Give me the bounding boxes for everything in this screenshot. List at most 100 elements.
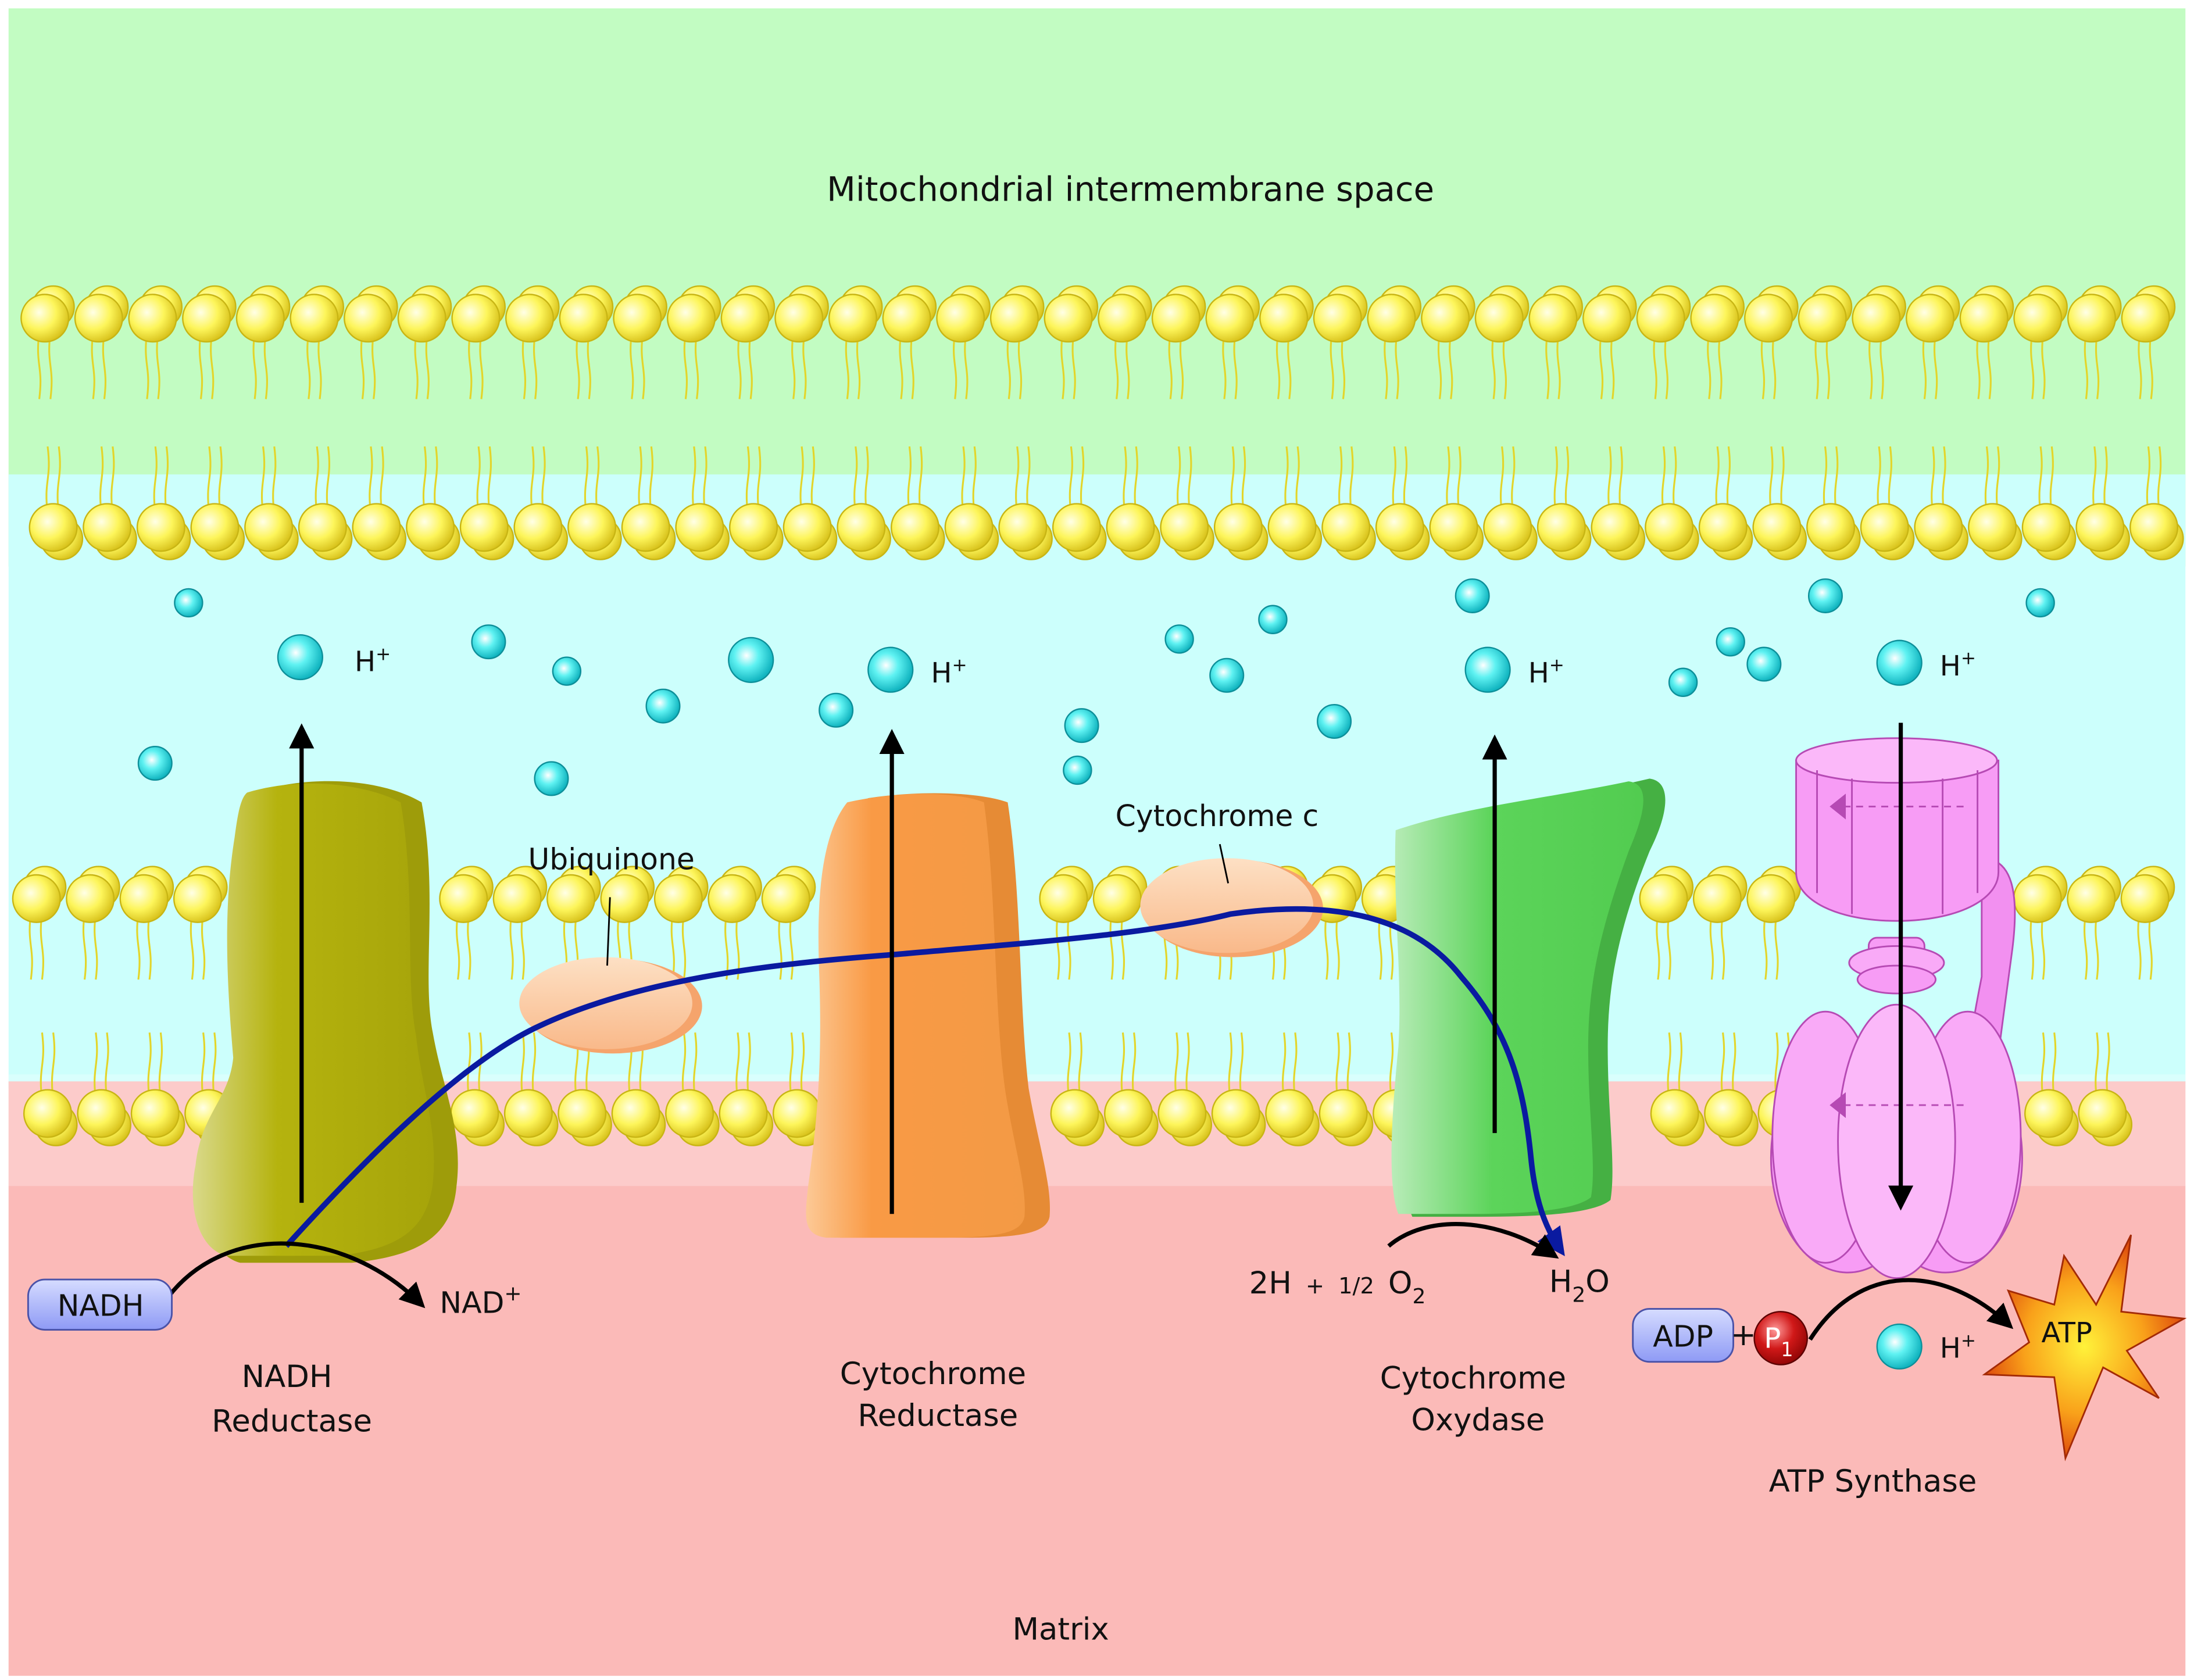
proton-icon (1063, 755, 1092, 785)
outer-lipid-head (1698, 503, 1748, 552)
outer-lipid-head (1098, 294, 1147, 343)
ubiquinone-label: Ubiquinone (528, 842, 695, 876)
inner-lipid-head (1104, 1089, 1153, 1138)
inner-lipid-head (503, 1089, 553, 1138)
inner-lipid-head (77, 1089, 126, 1138)
inner-lipid-head (130, 1089, 180, 1138)
outer-lipid-head (1528, 294, 1578, 343)
outer-lipid-head (1752, 503, 1802, 552)
inner-lipid-head (2120, 874, 2170, 923)
nadh-reductase-label: NADH Reductase (212, 1359, 372, 1439)
inner-lipid-head (1639, 874, 1688, 923)
inner-lipid-head (450, 1089, 499, 1138)
inner-lipid-head (653, 874, 703, 923)
inner-lipid-head (23, 1089, 72, 1138)
inner-lipid-head (2013, 874, 2062, 923)
atp-synthase-label: ATP Synthase (1769, 1464, 1977, 1499)
svg-text:H+: H+ (1528, 655, 1564, 689)
proton-icon (867, 646, 914, 693)
outer-lipid-head (1421, 294, 1470, 343)
atp-label: ATP (2042, 1317, 2092, 1349)
outer-lipid-head (290, 294, 339, 343)
nadh-reaction-arrow (166, 1241, 426, 1309)
outer-lipid-head (2121, 294, 2170, 343)
outer-lipid-head (136, 503, 185, 552)
cytochrome-reductase-complex (806, 793, 1050, 1238)
outer-lipid-head (128, 294, 177, 343)
outer-lipid-head (1267, 503, 1317, 552)
proton-icon (1876, 639, 1923, 686)
proton-icon (1807, 578, 1843, 613)
inner-lipid-head (772, 1089, 821, 1138)
inner-lipid-head (611, 1089, 660, 1138)
proton-icon (728, 637, 774, 683)
outer-lipid-head (2013, 294, 2063, 343)
outer-lipid-head (1106, 503, 1155, 552)
proton-label-1: H+ (355, 644, 391, 678)
atp-star-icon (1982, 1234, 2187, 1461)
outer-lipid-head (352, 503, 401, 552)
outer-lipid-head (2067, 294, 2116, 343)
outer-lipid-head (828, 294, 877, 343)
outer-lipid-head (837, 503, 886, 552)
proton-icon (1064, 708, 1099, 744)
inner-lipid-head (761, 874, 810, 923)
nad-product: NAD+ (439, 1282, 521, 1320)
proton-icon (819, 692, 854, 728)
inner-lipid-head (2067, 874, 2116, 923)
proton-icon (471, 624, 506, 660)
intermembrane-label: Mitochondrial intermembrane space (827, 170, 1434, 209)
proton-label-3: H+ (1528, 655, 1564, 689)
inner-lipid-head (1318, 1089, 1368, 1138)
outer-lipid-head (235, 294, 285, 343)
inner-lipid-head (1746, 874, 1796, 923)
outer-lipid-head (1744, 294, 1793, 343)
outer-lipid-head (936, 294, 985, 343)
outer-lipid-head (2021, 503, 2071, 552)
outer-lipid-head (244, 503, 294, 552)
outer-lipid-head (451, 294, 501, 343)
proton-icon (1258, 605, 1288, 634)
matrix-proton (1876, 1323, 1923, 1370)
outer-lipid-head (774, 294, 824, 343)
outer-lipid-head (613, 294, 662, 343)
proton-icon (1464, 646, 1511, 693)
outer-lipid-head (74, 294, 123, 343)
proton-icon (645, 688, 681, 724)
outer-lipid-head (182, 294, 231, 343)
outer-lipid-head (1852, 294, 1901, 343)
phosphate-label: P1 (1764, 1322, 1793, 1361)
outer-lipid-head (559, 294, 608, 343)
outer-lipid-head (890, 503, 940, 552)
oxygen-reaction-arrow (1387, 1222, 1559, 1259)
inner-lipid-head (1692, 874, 1742, 923)
outer-lipid-head (675, 503, 724, 552)
proton-icon (277, 634, 324, 681)
outer-lipid-head (1321, 503, 1371, 552)
nadh-pill (27, 1278, 173, 1331)
outer-lipid-head (190, 503, 240, 552)
cytochrome-c-label: Cytochrome c (1116, 799, 1318, 833)
outer-lipid-head (998, 503, 1048, 552)
outer-lipid-head (882, 294, 931, 343)
proton-icon (137, 745, 173, 781)
proton-label-2: H+ (931, 655, 967, 689)
outer-lipid-head (1375, 503, 1424, 552)
inner-lipid-head (558, 1089, 607, 1138)
proton-icon (1164, 624, 1194, 654)
outer-lipid-head (513, 503, 563, 552)
svg-text:H+: H+ (1940, 648, 1976, 682)
inner-lipid-head (1650, 1089, 1699, 1138)
water-product: H2O (1549, 1264, 1610, 1307)
outer-lipid-head (83, 503, 132, 552)
proton-icon (1317, 703, 1352, 739)
cytochrome-c-carrier (1140, 858, 1323, 957)
atp-reaction-arrow (1808, 1278, 2014, 1341)
outer-lipid-head (1044, 294, 1093, 343)
outer-lipid-head (2129, 503, 2179, 552)
outer-lipid-head (1582, 294, 1632, 343)
atp-synthase-complex (1770, 737, 2023, 1279)
outer-lipid-head (344, 294, 393, 343)
